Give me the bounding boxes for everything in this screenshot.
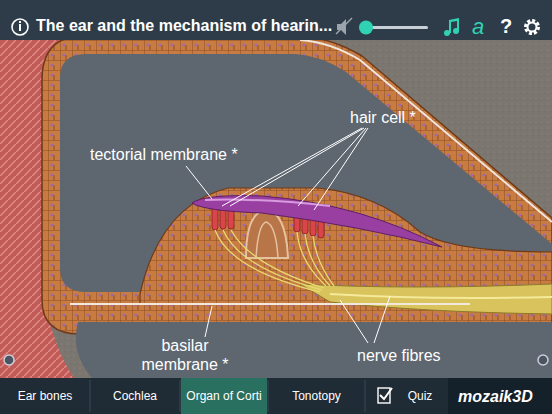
part-label: nerve fibres bbox=[357, 346, 441, 365]
tab-label: Ear bones bbox=[18, 389, 73, 403]
nav-tab: Cochlea bbox=[92, 378, 178, 414]
font-icon: a bbox=[472, 14, 484, 40]
nav-tab: Tonotopy bbox=[270, 378, 363, 414]
mute-icon bbox=[336, 18, 352, 35]
nav-tab: Ear bones bbox=[2, 378, 88, 414]
tab-label: Organ of Corti bbox=[186, 389, 261, 403]
tectorial-membrane-shape bbox=[192, 196, 442, 247]
title-bar bbox=[0, 0, 552, 40]
tunnel bbox=[246, 210, 288, 258]
tab-label: Quiz bbox=[408, 389, 433, 403]
settings-icon bbox=[526, 21, 539, 34]
volume-slider bbox=[366, 26, 428, 29]
part-label: tectorial membrane * bbox=[90, 145, 238, 164]
info-icon bbox=[12, 19, 28, 35]
slider-knob bbox=[359, 21, 373, 35]
nav-tab: Organ of Corti bbox=[181, 378, 267, 414]
app-title: The ear and the mechanism of hearin... bbox=[36, 17, 332, 35]
music-icon bbox=[444, 18, 459, 36]
tab-label: Tonotopy bbox=[292, 389, 341, 403]
tab-bar bbox=[0, 378, 552, 414]
scala-tympani bbox=[76, 322, 552, 378]
brand-logo: mozaik3D bbox=[458, 387, 533, 406]
tab-label: Cochlea bbox=[113, 389, 157, 403]
nav-tab: Quiz bbox=[394, 378, 446, 414]
help-icon: ? bbox=[500, 14, 512, 38]
part-label: hair cell * bbox=[350, 108, 416, 127]
basilar-membrane-line bbox=[70, 303, 470, 305]
nerve-bundle bbox=[300, 284, 552, 314]
nerve-fibre-lines bbox=[215, 230, 334, 292]
part-label: basilar membrane * bbox=[130, 336, 240, 374]
logo-panel bbox=[448, 378, 552, 414]
duct-wall bbox=[42, 36, 552, 334]
quiz-icon bbox=[378, 388, 392, 403]
